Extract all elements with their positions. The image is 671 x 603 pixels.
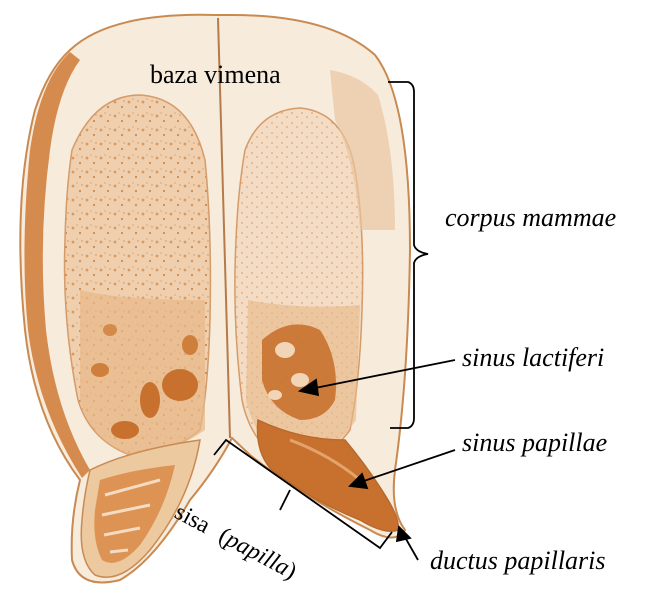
label-ductus-papillaris: ductus papillaris <box>430 548 606 574</box>
left-quarter-tissue <box>65 95 211 455</box>
label-sinus-lactiferi: sinus lactiferi <box>462 345 604 371</box>
label-baza-vimena: baza vimena <box>150 62 281 88</box>
label-sinus-papillae: sinus papillae <box>462 430 607 456</box>
label-corpus-mammae: corpus mammae <box>445 205 616 231</box>
